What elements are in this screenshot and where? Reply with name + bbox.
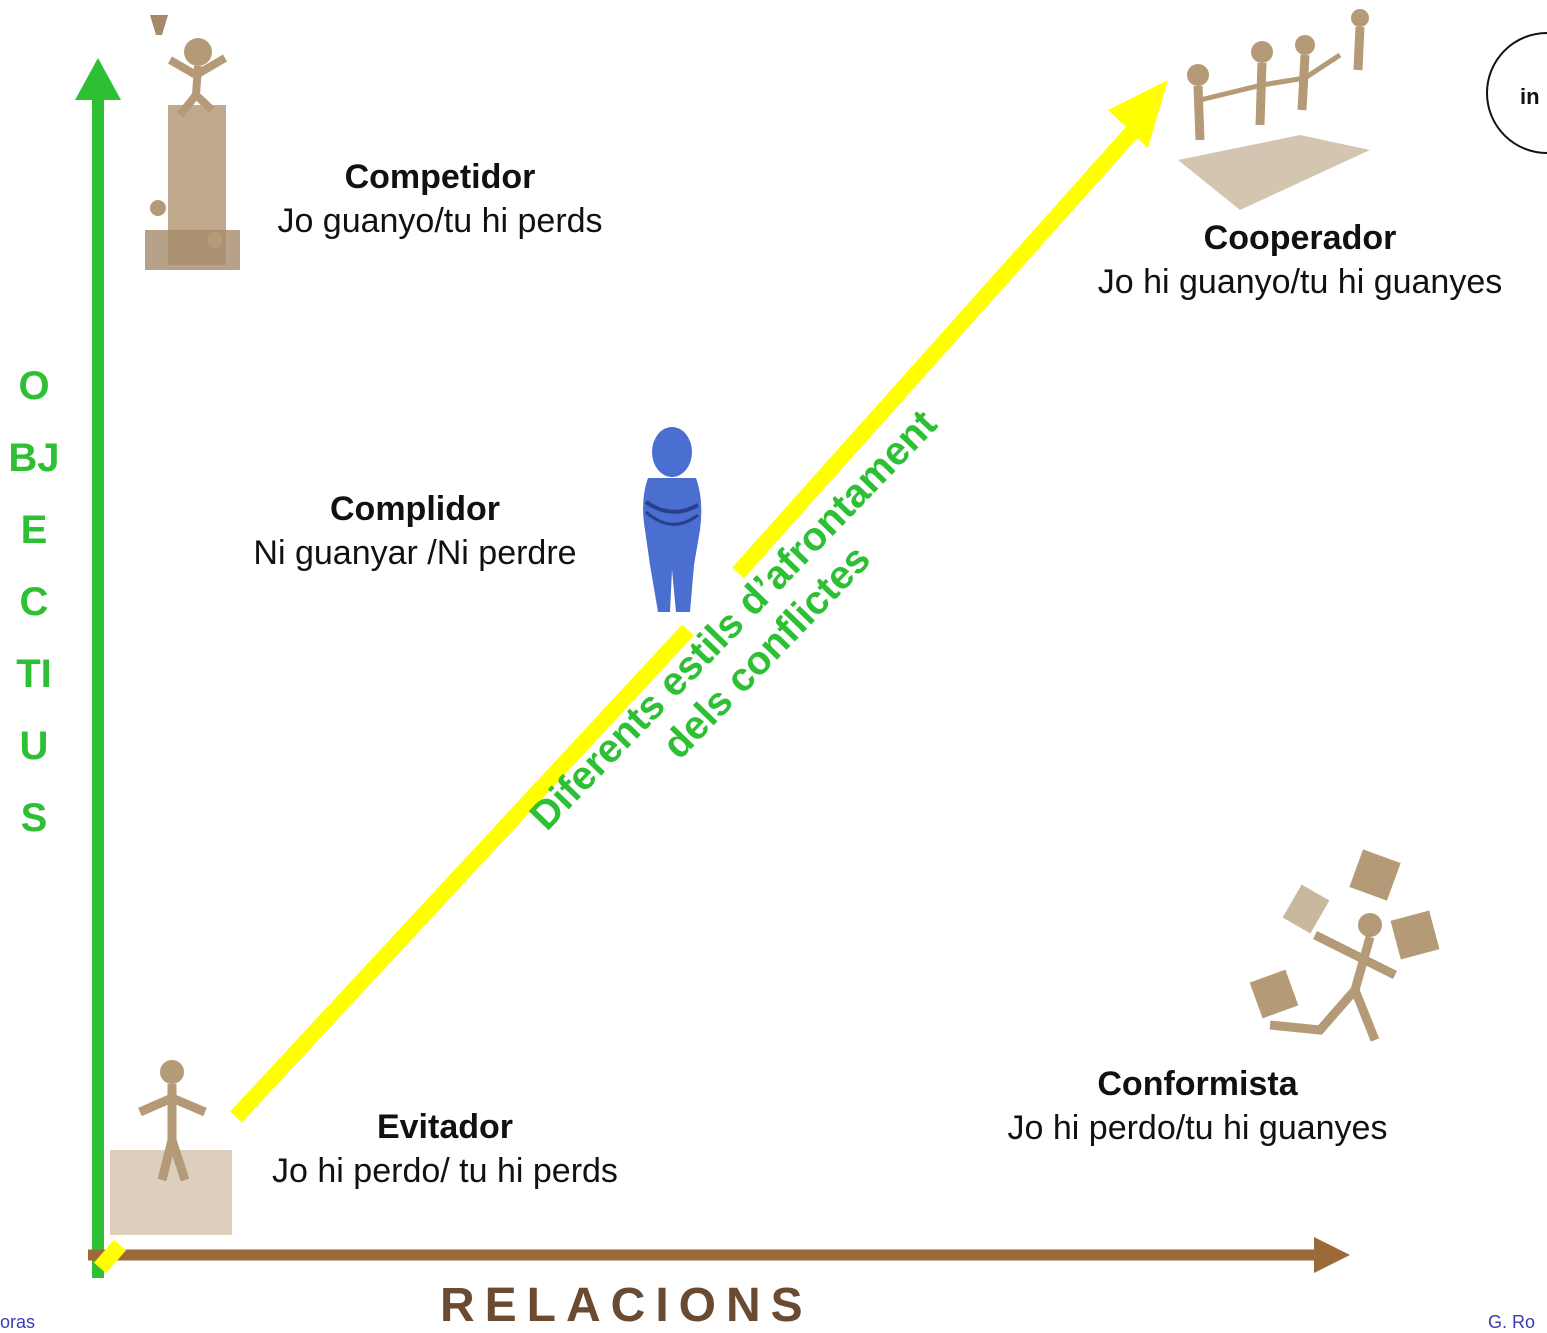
accommodator-label: Conformista Jo hi perdo/tu hi guanyes xyxy=(960,1062,1435,1150)
competitor-label: Competidor Jo guanyo/tu hi perds xyxy=(225,155,655,243)
cooperator-subtitle: Jo hi guanyo/tu hi guanyes xyxy=(1097,263,1503,302)
corner-circle xyxy=(1486,32,1547,154)
footer-left-fragment: oras xyxy=(0,1312,36,1332)
accommodator-subtitle: Jo hi perdo/tu hi guanyes xyxy=(1007,1109,1388,1148)
x-axis-arrow xyxy=(88,1237,1350,1273)
compromiser-figure-image xyxy=(643,427,702,612)
avoider-subtitle: Jo hi perdo/ tu hi perds xyxy=(272,1152,618,1191)
cooperator-title: Cooperador xyxy=(1203,219,1397,257)
accommodator-figure-image xyxy=(1249,849,1440,1042)
compromiser-title: Complidor xyxy=(330,490,500,528)
diagonal-arrow xyxy=(93,80,1168,1274)
competitor-subtitle: Jo guanyo/tu hi perds xyxy=(277,202,603,241)
x-axis-label: RELACIONS xyxy=(440,1279,813,1332)
compromiser-subtitle: Ni guanyar /Ni perdre xyxy=(253,534,577,573)
accommodator-title: Conformista xyxy=(1097,1065,1298,1103)
competitor-figure-image xyxy=(145,15,240,270)
avoider-title: Evitador xyxy=(376,1108,514,1146)
footer-right-fragment: G. Ro xyxy=(1488,1312,1536,1332)
cooperator-figures-image xyxy=(1178,9,1370,210)
y-axis-arrow xyxy=(75,58,121,1278)
y-axis-label: OBJECTIUS xyxy=(8,364,60,840)
avoider-label: Evitador Jo hi perdo/ tu hi perds xyxy=(225,1105,665,1193)
avoider-figure-image xyxy=(110,1060,232,1235)
competitor-title: Competidor xyxy=(344,158,536,196)
corner-circle-text: in xyxy=(1520,84,1540,109)
cooperator-label: Cooperador Jo hi guanyo/tu hi guanyes xyxy=(1055,216,1545,304)
compromiser-label: Complidor Ni guanyar /Ni perdre xyxy=(215,487,615,575)
